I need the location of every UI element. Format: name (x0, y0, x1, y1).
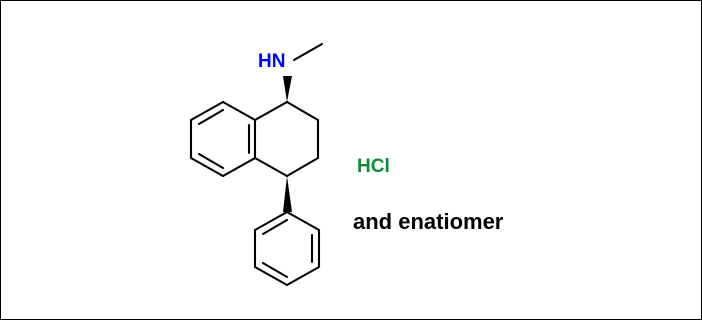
n-methyl-bond (292, 42, 324, 62)
aromatic-bond-c8a-c8 (221, 100, 257, 122)
phenyl-double-inner-2 (261, 261, 289, 279)
wedge-c1-n (283, 76, 292, 102)
amine-label: HN (258, 51, 286, 72)
aromatic-bond-c5-c4a (221, 156, 257, 178)
aromatic-bond-c6-c5 (189, 156, 225, 178)
phenyl-bond-3 (285, 265, 321, 287)
enantiomer-note: and enatiomer (353, 209, 504, 234)
ring-bond-c4-c4a (253, 156, 289, 178)
ring-bond-c3-c4 (285, 156, 320, 178)
wedge-c4-phenyl (283, 176, 292, 212)
phenyl-bond-4 (253, 265, 289, 287)
ring-bond-c8a-c1 (253, 100, 289, 122)
phenyl-bond-6 (253, 210, 289, 232)
aromatic-double-inner-3 (197, 152, 225, 170)
aromatic-bond-c8-c7 (189, 100, 225, 122)
salt-label: HCl (357, 156, 390, 177)
phenyl-double-inner-3 (261, 218, 289, 236)
ring-bond-c1-c2 (285, 100, 320, 122)
aromatic-double-inner-2 (197, 108, 225, 126)
phenyl-bond-1 (285, 210, 321, 232)
